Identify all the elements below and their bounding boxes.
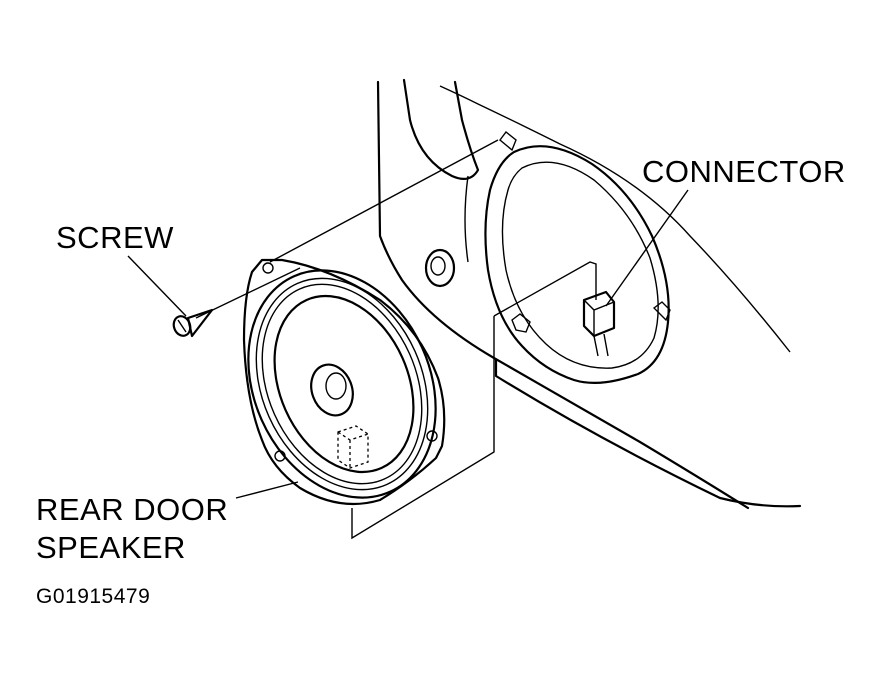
door-panel	[376, 78, 802, 510]
leader-lines	[127, 189, 689, 499]
screw-leader	[127, 255, 187, 317]
figure-id: G01915479	[36, 585, 151, 608]
screw-label: SCREW	[56, 220, 174, 255]
speaker-leader	[235, 481, 299, 499]
screw	[172, 308, 214, 338]
projection-lines	[195, 139, 597, 540]
rear-door-speaker	[242, 258, 446, 506]
speaker-label-line2: SPEAKER	[36, 530, 186, 565]
speaker-opening	[484, 131, 671, 384]
panel-grommet	[424, 248, 456, 288]
connector-label: CONNECTOR	[642, 154, 846, 189]
speaker-label-line1: REAR DOOR	[36, 492, 229, 527]
connector-leader	[605, 189, 689, 307]
